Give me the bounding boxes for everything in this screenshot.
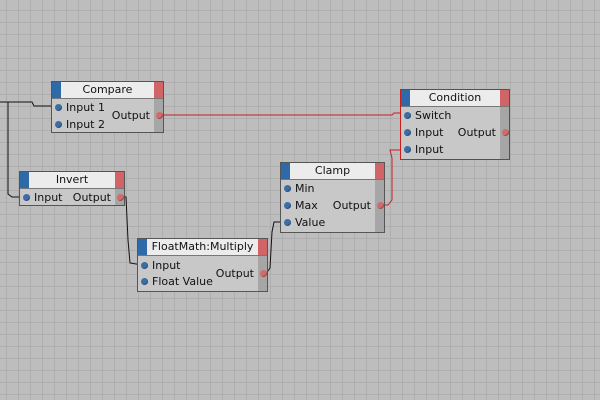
input-cap-icon [401, 90, 410, 106]
port-label: Input [415, 126, 444, 139]
input-port-icon[interactable] [55, 121, 62, 128]
multiply-node-title: FloatMath:Multiply [151, 240, 254, 253]
condition-node-title: Condition [428, 91, 482, 104]
input-port-icon[interactable] [404, 112, 411, 119]
input-port-icon[interactable] [284, 185, 291, 192]
condition-node-header[interactable]: Condition [401, 90, 509, 107]
port-label: Input 1 [66, 101, 105, 114]
multiply-node[interactable]: FloatMath:Multiply Input Float Value Out… [137, 238, 268, 292]
input-port-icon[interactable] [284, 202, 291, 209]
input-port-icon[interactable] [23, 194, 30, 201]
output-cap-icon [154, 82, 163, 98]
output-port-icon[interactable] [502, 129, 509, 136]
multiply-float-value-port[interactable]: Float Value [140, 273, 213, 290]
input-port-icon[interactable] [404, 129, 411, 136]
input-cap-icon [20, 172, 29, 188]
port-label: Output [215, 267, 254, 280]
condition-input-1-port[interactable]: Input [403, 124, 443, 141]
input-port-icon[interactable] [141, 278, 148, 285]
compare-node-title: Compare [82, 83, 133, 96]
clamp-value-port[interactable]: Value [283, 214, 325, 231]
condition-node[interactable]: Condition Switch Input Input Output [400, 89, 510, 160]
wire-compare-to-condition[interactable] [160, 112, 405, 116]
clamp-node[interactable]: Clamp Min Max Value Output [280, 162, 385, 233]
port-label: Float Value [152, 275, 213, 288]
clamp-max-port[interactable]: Max [283, 197, 318, 214]
output-cap-icon [258, 239, 267, 255]
wire-offscreen-to-compare[interactable] [0, 101, 56, 107]
invert-node[interactable]: Invert Input Output [19, 171, 125, 206]
compare-output-port[interactable]: Output [112, 107, 150, 124]
condition-input-2-port[interactable]: Input [403, 141, 443, 158]
input-port-icon[interactable] [141, 262, 148, 269]
port-label: Max [295, 199, 318, 212]
output-cap-icon [115, 172, 124, 188]
input-port-icon[interactable] [404, 146, 411, 153]
output-port-icon[interactable] [260, 270, 267, 277]
port-label: Input 2 [66, 118, 105, 131]
clamp-output-port[interactable]: Output [333, 197, 371, 214]
output-port-icon[interactable] [117, 194, 124, 201]
port-label: Input [415, 143, 444, 156]
compare-input-2-port[interactable]: Input 2 [54, 116, 105, 133]
output-port-icon[interactable] [156, 112, 163, 119]
multiply-input-port[interactable]: Input [140, 257, 180, 274]
invert-node-header[interactable]: Invert [20, 172, 124, 189]
output-cap-icon [375, 163, 384, 179]
compare-input-1-port[interactable]: Input 1 [54, 99, 105, 116]
clamp-min-port[interactable]: Min [283, 180, 315, 197]
input-cap-icon [138, 239, 147, 255]
port-label: Output [332, 199, 371, 212]
condition-switch-port[interactable]: Switch [403, 107, 451, 124]
input-port-icon[interactable] [284, 219, 291, 226]
input-cap-icon [281, 163, 290, 179]
output-cap-icon [500, 90, 509, 106]
port-label: Output [457, 126, 496, 139]
port-label: Min [295, 182, 315, 195]
multiply-node-header[interactable]: FloatMath:Multiply [138, 239, 267, 256]
clamp-node-header[interactable]: Clamp [281, 163, 384, 180]
port-label: Output [72, 191, 111, 204]
port-label: Value [295, 216, 326, 229]
compare-node[interactable]: Compare Input 1 Input 2 Output [51, 81, 164, 133]
invert-input-port[interactable]: Input [22, 189, 62, 206]
port-label: Input [152, 259, 181, 272]
port-label: Switch [415, 109, 452, 122]
input-port-icon[interactable] [55, 104, 62, 111]
output-port-icon[interactable] [377, 202, 384, 209]
multiply-output-port[interactable]: Output [216, 265, 254, 282]
invert-output-port[interactable]: Output [73, 189, 111, 206]
clamp-node-title: Clamp [314, 164, 351, 177]
compare-node-header[interactable]: Compare [52, 82, 163, 99]
invert-node-title: Invert [55, 173, 89, 186]
condition-output-port[interactable]: Output [458, 124, 496, 141]
input-cap-icon [52, 82, 61, 98]
port-label: Output [111, 109, 150, 122]
port-label: Input [34, 191, 63, 204]
